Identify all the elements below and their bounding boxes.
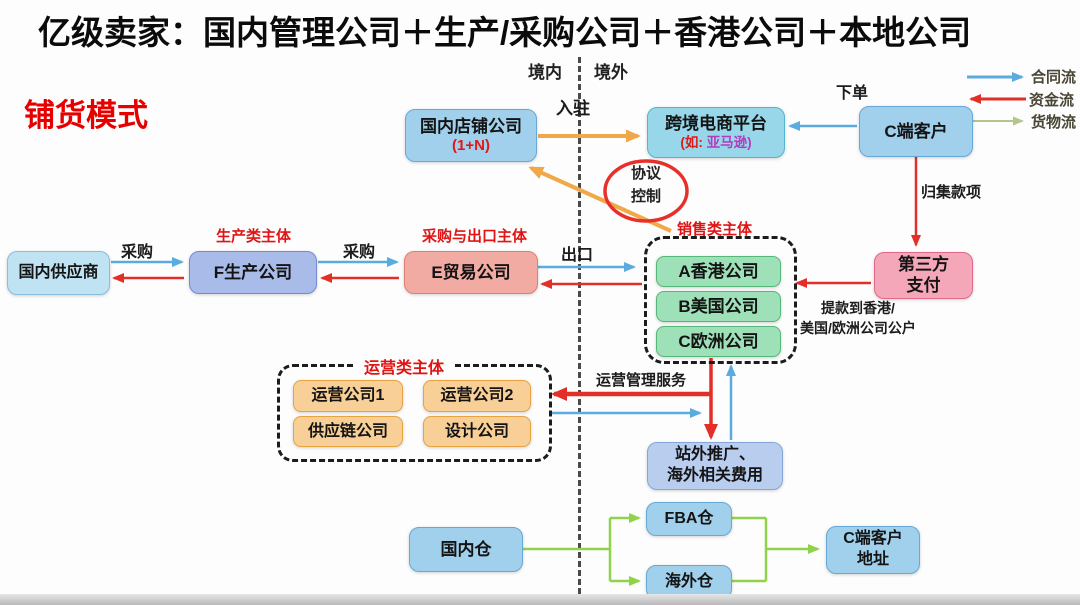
platform-label: 跨境电商平台: [665, 114, 767, 134]
sales-group-box: [644, 236, 797, 364]
domestic-store-label: 国内店铺公司: [420, 116, 522, 136]
customer-address-line2: 地址: [856, 551, 889, 568]
operations-group-box: [277, 364, 552, 462]
node-third-party-payment: 第三方 支付: [874, 252, 973, 299]
node-overseas-warehouse: 海外仓: [646, 565, 732, 599]
node-domestic-store: 国内店铺公司 (1+N): [405, 109, 537, 162]
customer-label: C端客户: [884, 121, 948, 141]
domestic-supplier-label: 国内供应商: [18, 264, 99, 281]
settle-in-label: 入驻: [556, 99, 590, 118]
collect-payment-label: 归集款项: [921, 184, 982, 201]
legend-contract-flow-label: 合同流: [1031, 69, 1077, 86]
platform-sub-prefix: (如:: [680, 134, 707, 150]
us-company-label: B美国公司: [678, 296, 759, 316]
domestic-warehouse-label: 国内仓: [440, 539, 492, 559]
hk-company-label: A香港公司: [678, 261, 759, 281]
offsite-promo-line1: 站外推广、: [674, 446, 755, 464]
producer-label: F生产公司: [213, 262, 293, 282]
bottom-edge-strip: [0, 594, 1080, 605]
ops-service-label: 运营管理服务: [596, 372, 687, 389]
node-fba-warehouse: FBA仓: [646, 502, 732, 536]
sales-category-label: 销售类主体: [677, 221, 753, 238]
node-producer: F生产公司: [189, 251, 317, 294]
fba-warehouse-label: FBA仓: [664, 510, 714, 527]
boundary-inside-label: 境内: [528, 63, 562, 82]
node-domestic-warehouse: 国内仓: [409, 527, 523, 572]
node-hk-company: A香港公司: [656, 256, 781, 287]
place-order-label: 下单: [836, 85, 869, 102]
mode-label: 铺货模式: [24, 98, 148, 133]
page-title: 亿级卖家：国内管理公司＋生产/采购公司＋香港公司＋本地公司: [38, 14, 972, 51]
node-eu-company: C欧洲公司: [656, 326, 781, 357]
boundary-outside-label: 境外: [594, 63, 628, 82]
domestic-overseas-divider: [578, 57, 581, 594]
node-supply-chain-company: 供应链公司: [293, 416, 403, 447]
operations-category-label: 运营类主体: [356, 354, 453, 378]
protocol-line2: 控制: [630, 187, 661, 205]
export-label: 出口: [561, 247, 594, 264]
node-customer: C端客户: [859, 106, 973, 157]
customer-address-line1: C端客户: [843, 530, 903, 548]
legend-goods-flow-label: 货物流: [1031, 114, 1077, 131]
trader-label: E贸易公司: [431, 262, 511, 282]
production-category-label: 生产类主体: [216, 228, 292, 245]
withdraw-line2: 美国/欧洲公司公户: [800, 320, 916, 337]
node-us-company: B美国公司: [656, 291, 781, 322]
platform-sub: (如: 亚马逊): [680, 135, 751, 152]
ops-company-2-label: 运营公司2: [440, 387, 514, 404]
legend-capital-flow-label: 资金流: [1029, 92, 1075, 109]
protocol-line1: 协议: [630, 165, 661, 182]
node-customer-address: C端客户 地址: [826, 526, 920, 574]
eu-company-label: C欧洲公司: [678, 331, 759, 351]
platform-sub-name: 亚马逊): [706, 134, 752, 150]
purchase-label-1: 采购: [121, 244, 154, 261]
payment-label-line1: 第三方: [898, 255, 949, 275]
procurement-category-label: 采购与出口主体: [422, 228, 528, 245]
node-domestic-supplier: 国内供应商: [7, 251, 110, 295]
domestic-store-sub: (1+N): [452, 136, 490, 154]
node-ops-company-1: 运营公司1: [293, 380, 403, 412]
node-offsite-promo: 站外推广、 海外相关费用: [647, 442, 783, 490]
withdraw-line1: 提款到香港/: [821, 300, 895, 316]
node-ecommerce-platform: 跨境电商平台 (如: 亚马逊): [647, 107, 785, 158]
payment-label-line2: 支付: [906, 275, 941, 295]
node-ops-company-2: 运营公司2: [423, 380, 531, 412]
node-design-company: 设计公司: [423, 416, 531, 447]
offsite-promo-line2: 海外相关费用: [666, 467, 763, 484]
overseas-warehouse-label: 海外仓: [664, 573, 713, 590]
protocol-control-label: 协议 控制: [620, 163, 672, 208]
node-trader: E贸易公司: [404, 251, 538, 294]
ops-company-1-label: 运营公司1: [311, 387, 385, 404]
purchase-label-2: 采购: [343, 244, 376, 261]
withdraw-label: 提款到香港/ 美国/欧洲公司公户: [773, 298, 943, 339]
supply-chain-company-label: 供应链公司: [307, 422, 388, 440]
design-company-label: 设计公司: [444, 422, 509, 440]
